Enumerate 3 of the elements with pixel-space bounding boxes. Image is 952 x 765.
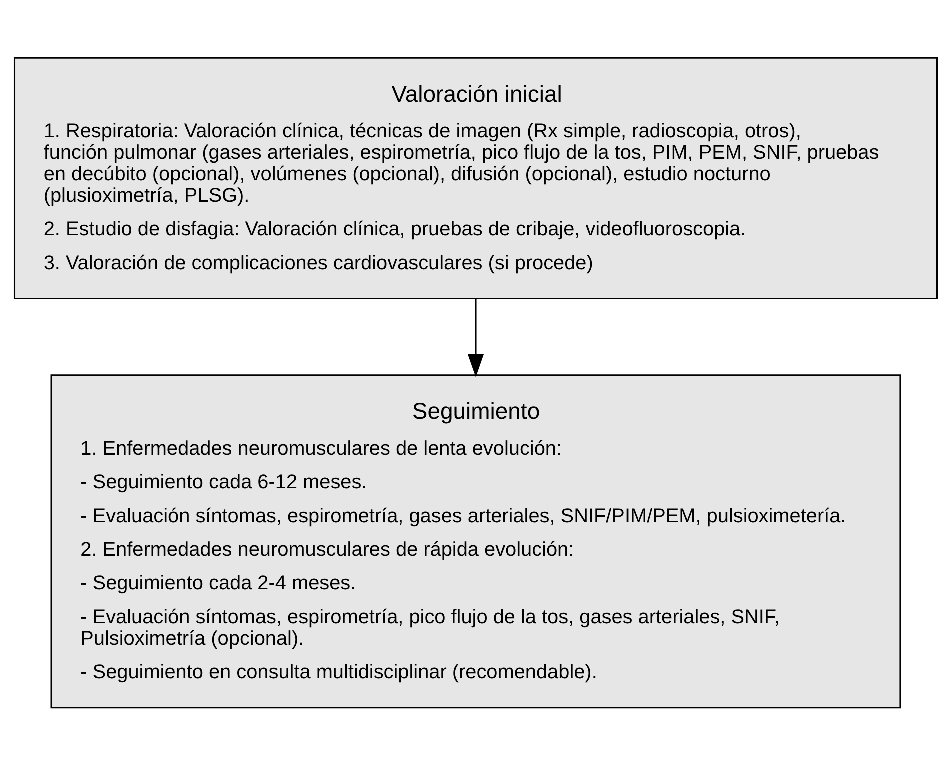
node-box: Valoración inicial 1. Respiratoria: Valoración clínica, técnicas de imagen (Rx simple, radioscopia, otros), función pulmonar (gases arteriales, espirometría, pico flujo de la tos, PIM, PEM, SNIF, pruebas en decúbito (opcional), volúmenes (opcional), difusión (opcional), estudio nocturno (plusioximetría, PLSG). 2. Estudio de disfagia: Valoración clínica, pruebas de cribaje, videofluoroscopia. 3. Valoración de complicaciones cardiovasculares (si procede) [14, 56, 938, 299]
node-box: Seguimiento 1. Enfermedades neuromusculares de lenta evolución: - Seguimiento cada 6-12 meses. - Evaluación síntomas, espirometría, gases arteriales, SNIF/PIM/PEM, pulsioximetería. 2. Enfermedades neuromusculares de rápida evolución: - Seguimiento cada 2-4 meses. - Evaluación síntomas, espirometría, pico flujo de la tos, gases arteriales, SNIF, Pulsioximetría (opcional). - Seguimiento en consulta multidisciplinar (recomendable). [50, 374, 902, 708]
arrow [468, 298, 484, 377]
